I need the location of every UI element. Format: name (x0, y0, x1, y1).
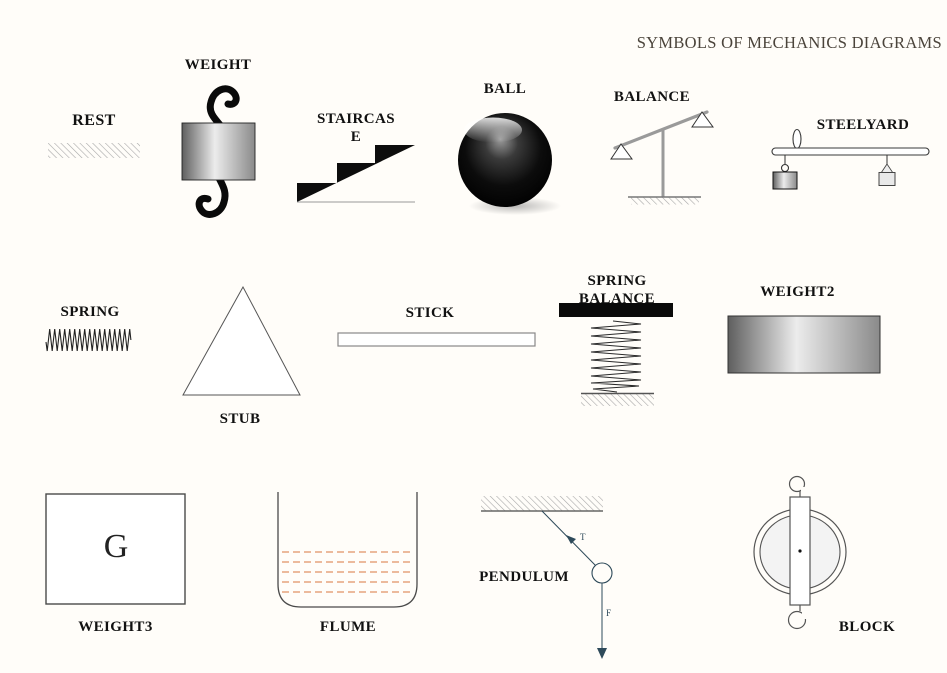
rest-label: REST (72, 112, 116, 129)
block-bottom-hook-gap (802, 611, 811, 619)
steelyard-right-hook-icon (880, 163, 894, 174)
tension-arrowhead-icon (566, 535, 576, 544)
steelyard-right-weight (878, 172, 896, 186)
balance-ground-hatch (631, 197, 699, 205)
force-arrowhead-icon (597, 648, 607, 659)
pulley-axle-dot (798, 549, 802, 553)
weight-label: WEIGHT (184, 57, 252, 73)
block-label: BLOCK (838, 619, 896, 635)
steelyard-left-weight (772, 171, 798, 190)
weight-bottom-hook-icon (195, 174, 229, 218)
rest-ground-hatch (48, 143, 140, 158)
spring-drawing (45, 328, 132, 352)
staircase-drawing (297, 145, 415, 203)
spring-balance-label-line1: SPRING (587, 273, 647, 289)
stub-drawing (182, 285, 301, 396)
block-bottom-hook-icon (787, 610, 807, 630)
block-drawing (753, 475, 847, 630)
weight3-box (45, 493, 186, 605)
spring-balance-ground-hatch (581, 394, 654, 406)
weight2-drawing (727, 315, 881, 374)
staircase-steps (297, 145, 415, 202)
pendulum-ceiling-hatch (481, 496, 603, 511)
block-top-hook-icon (788, 475, 806, 493)
tension-arrow-label: T (580, 532, 586, 542)
spring-label: SPRING (60, 304, 120, 320)
weight3-drawing (45, 493, 186, 605)
steelyard-handle-loop (792, 128, 802, 150)
steelyard-left-hook-icon (780, 163, 790, 173)
stick-drawing (337, 332, 536, 347)
spring-balance-drawing (581, 320, 654, 406)
flume-label: FLUME (319, 619, 377, 635)
pendulum-label: PENDULUM (479, 569, 569, 585)
pendulum-drawing (481, 496, 613, 659)
weight-drawing (181, 85, 256, 218)
page-title: SYMBOLS OF MECHANICS DIAGRAMS (636, 33, 942, 52)
flume-drawing (277, 492, 418, 608)
staircase-label-line1: STAIRCAS (317, 111, 395, 127)
stub-triangle (182, 285, 301, 396)
staircase-label: STAIRCAS E (300, 110, 412, 146)
balance-right-pan (691, 111, 714, 128)
spring-balance-anchor-bar (559, 303, 673, 317)
weight3-label: WEIGHT3 (78, 619, 153, 635)
block-top-hook-gap (801, 487, 809, 494)
weight-top-hook-icon (206, 85, 240, 130)
spring-zigzag (45, 328, 132, 352)
staircase-label-line2: E (350, 129, 362, 145)
balance-left-pan (610, 143, 633, 160)
balance-label: BALANCE (613, 89, 691, 105)
flume-vessel (277, 492, 418, 608)
stick-rod (337, 332, 536, 347)
balance-drawing (610, 110, 714, 205)
steelyard-label: STEELYARD (816, 117, 910, 133)
ball-drawing (458, 113, 561, 215)
weight2-slab (727, 315, 881, 374)
ball-highlight (464, 117, 522, 143)
pendulum-bob (591, 562, 613, 584)
weight-cylinder (181, 122, 256, 181)
steelyard-drawing (771, 128, 930, 190)
weight3-mass-symbol: G (103, 528, 129, 565)
stub-label: STUB (219, 411, 261, 427)
balance-beam (613, 110, 709, 150)
stick-label: STICK (405, 305, 455, 321)
rest-drawing (48, 143, 140, 158)
spring-balance-coil (590, 320, 642, 393)
force-arrow-label: F (606, 608, 612, 618)
steelyard-bar (771, 147, 930, 156)
ball-label: BALL (483, 81, 527, 97)
weight2-label: WEIGHT2 (760, 284, 835, 300)
